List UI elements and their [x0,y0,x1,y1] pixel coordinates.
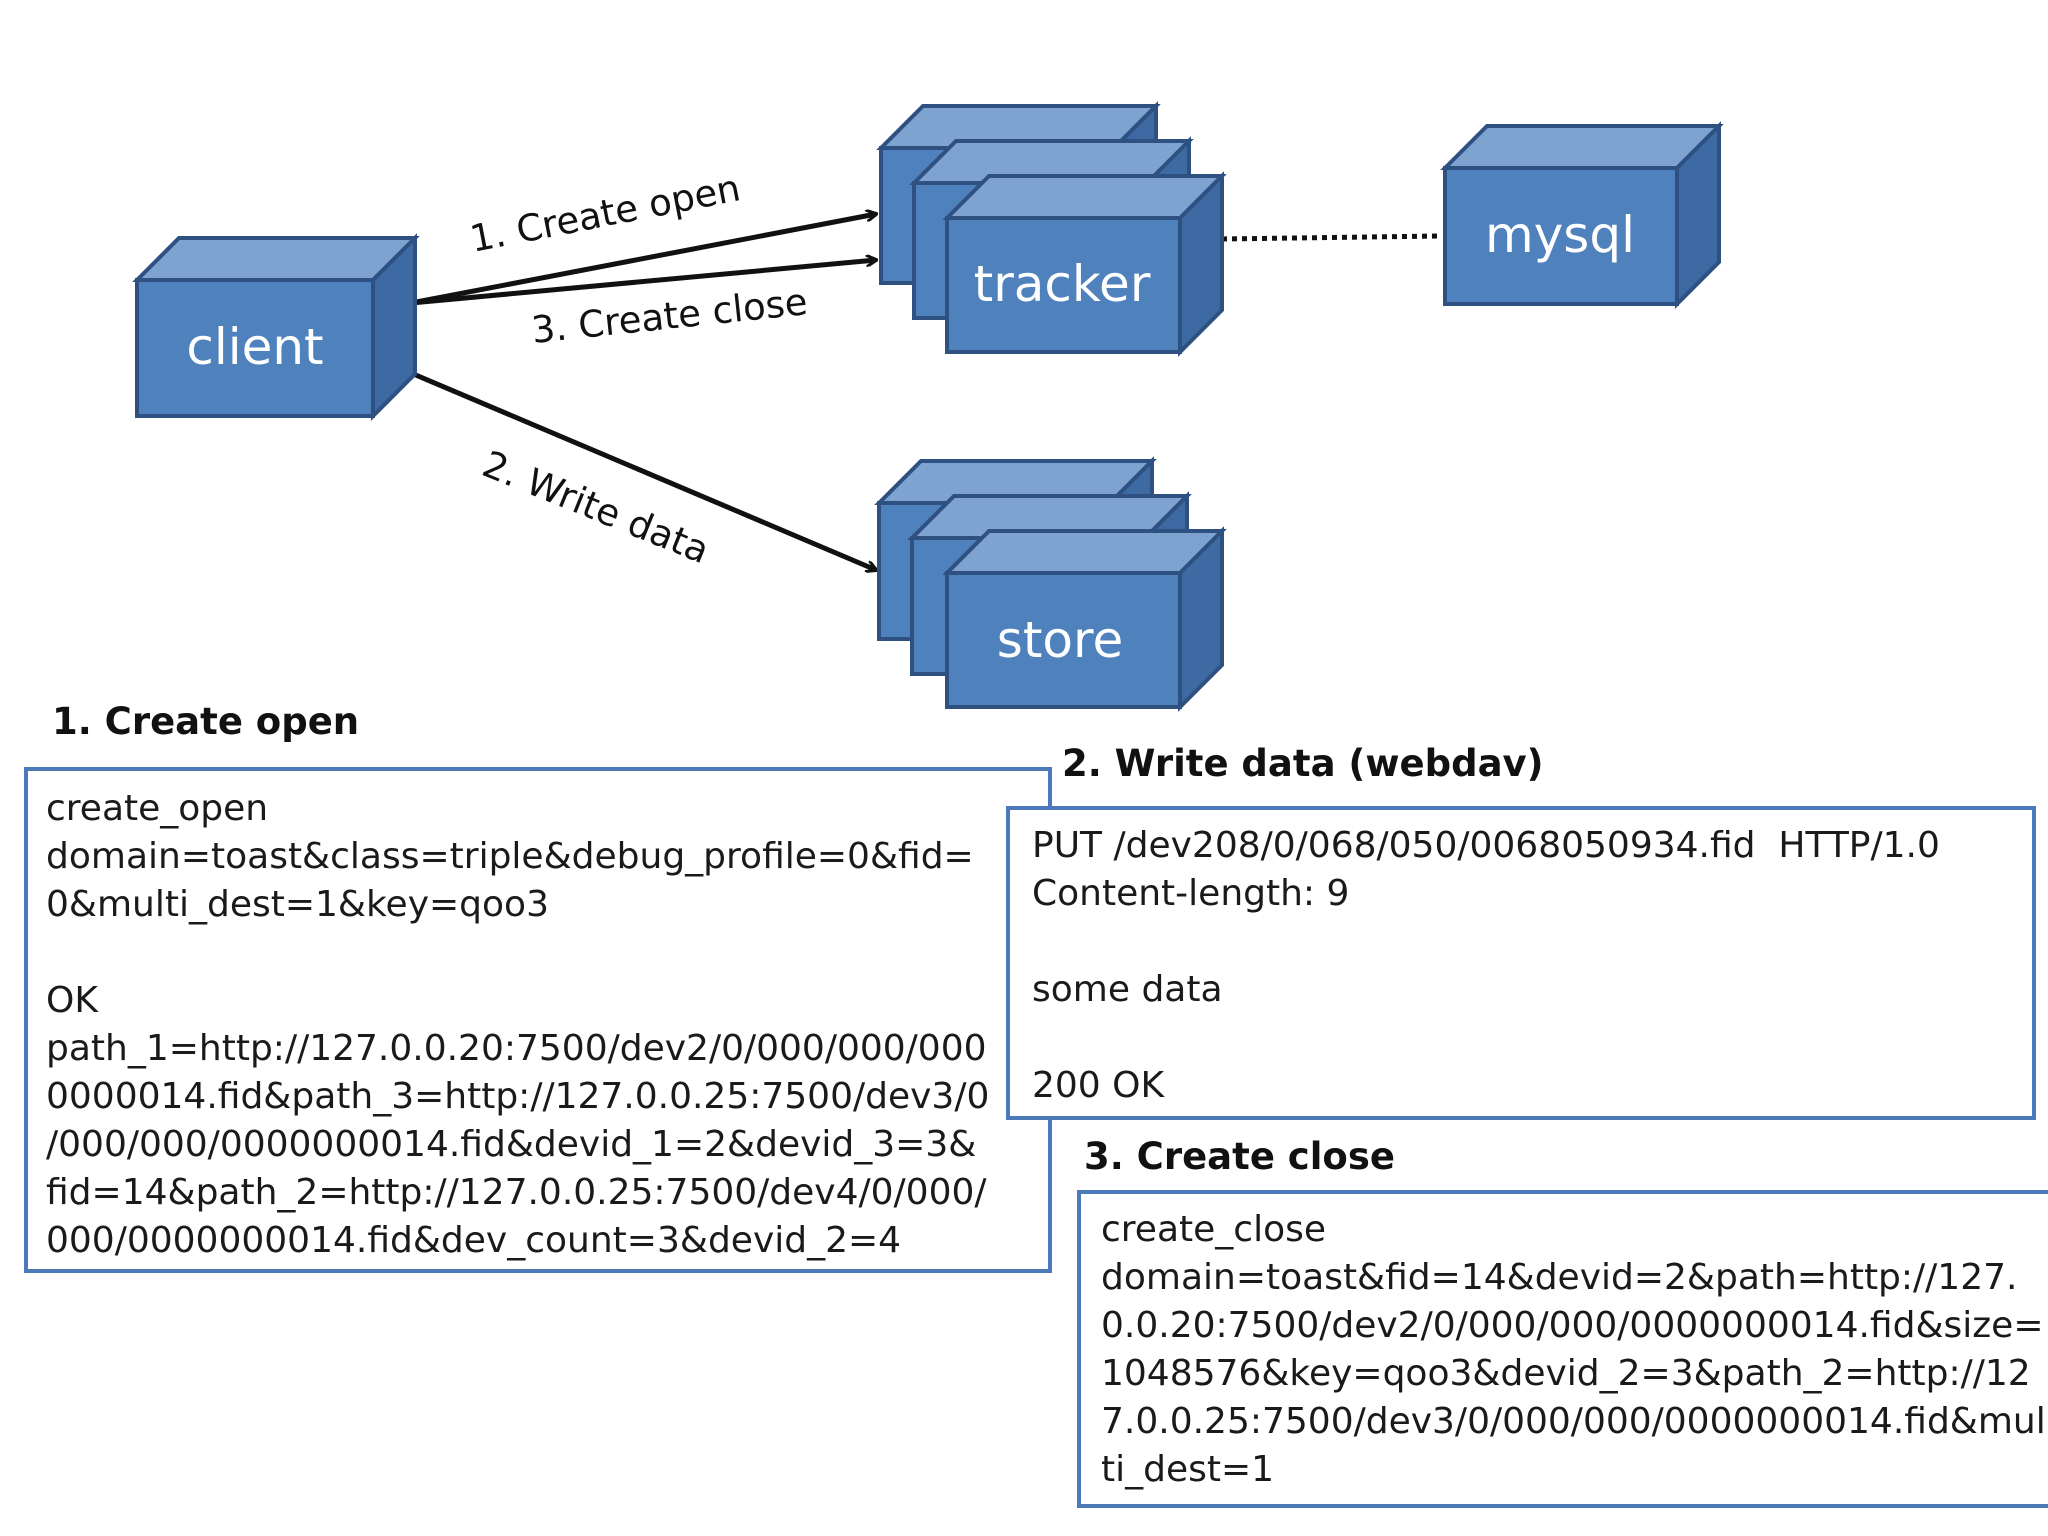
client-node-label: client [186,318,323,376]
store-node-stack: store [874,456,1227,712]
edge-write-data [410,370,876,570]
mysql-node-label: mysql [1485,206,1635,264]
mysql-node: mysql [1440,121,1724,309]
write-data-panel: PUT /dev208/0/068/050/0068050934.fid HTT… [1006,806,2036,1120]
edge-create-close [410,260,876,306]
tracker-node-label: tracker [974,255,1151,313]
create-close-body: create_close domain=toast&fid=14&devid=2… [1101,1209,2046,1490]
edge-tracker-mysql [1221,233,1441,242]
store-node-label: store [997,611,1123,669]
write-data-body: PUT /dev208/0/068/050/0068050934.fid HTT… [1032,825,1940,1106]
edge-label-write-data: 2. Write data [477,442,716,572]
create-open-panel: create_open domain=toast&class=triple&de… [24,767,1052,1273]
create-open-title: 1. Create open [52,700,360,743]
create-close-panel: create_close domain=toast&fid=14&devid=2… [1077,1190,2048,1508]
create-open-body: create_open domain=toast&class=triple&de… [46,788,990,1261]
tracker-node-stack: tracker [876,101,1227,357]
create-close-title: 3. Create close [1084,1135,1395,1178]
tracker-node-front: tracker [942,171,1227,357]
store-node-front: store [942,526,1227,712]
client-node: client [132,233,420,421]
edge-create-open [410,214,876,306]
write-data-title: 2. Write data (webdav) [1062,742,1544,785]
edge-label-create-close: 3. Create close [529,280,809,352]
